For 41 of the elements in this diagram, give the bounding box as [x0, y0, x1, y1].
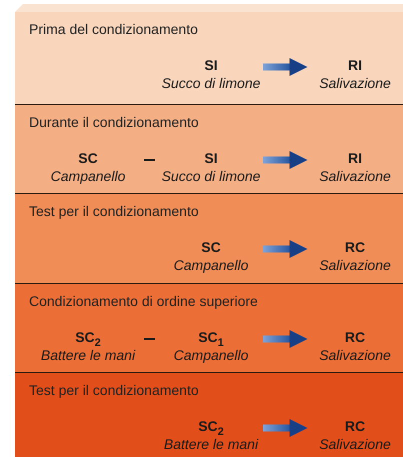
arrow: [263, 58, 308, 76]
stage-band: [15, 193, 403, 283]
description: Campanello: [172, 346, 250, 364]
description: Campanello: [50, 167, 126, 185]
description: Salivazione: [318, 256, 392, 274]
abbreviation: SC: [200, 238, 222, 256]
stage-heading: Durante il condizionamento: [29, 114, 199, 130]
stage-heading: Test per il condizionamento: [29, 203, 199, 219]
stage-heading: Test per il condizionamento: [29, 382, 199, 398]
stage-band: [15, 104, 403, 193]
arrow: [263, 240, 308, 258]
stage-heading: Prima del condizionamento: [29, 21, 198, 37]
connector-dash: [144, 159, 155, 161]
stage-band: [15, 283, 403, 372]
description: Campanello: [172, 256, 250, 274]
abbreviation: SC$_{1}$: [197, 328, 225, 346]
stage-band: [15, 372, 403, 457]
abbreviation: RI: [347, 149, 363, 167]
stage-heading: Condizionamento di ordine superiore: [29, 293, 258, 309]
abbreviation: SI: [203, 56, 219, 74]
description: Salivazione: [318, 74, 392, 92]
connector-dash: [144, 338, 155, 340]
description: Succo di limone: [160, 74, 262, 92]
description: Succo di limone: [160, 167, 262, 185]
description: Salivazione: [318, 346, 392, 364]
arrow: [263, 418, 308, 438]
description: Salivazione: [318, 167, 392, 185]
stage-band: [15, 12, 403, 104]
description: Salivazione: [318, 435, 392, 453]
abbreviation: RC: [344, 328, 366, 346]
abbreviation: RC: [344, 238, 366, 256]
abbreviation: RI: [347, 56, 363, 74]
description: Battere le mani: [40, 346, 136, 364]
abbreviation: SC: [77, 149, 99, 167]
abbreviation: SC$_{2}$: [74, 328, 102, 346]
abbreviation: RC: [344, 417, 366, 435]
arrow: [263, 330, 308, 348]
description: Battere le mani: [162, 435, 260, 453]
abbreviation: SC$_{2}$: [197, 417, 225, 435]
abbreviation: SI: [203, 149, 219, 167]
arrow: [263, 150, 308, 170]
